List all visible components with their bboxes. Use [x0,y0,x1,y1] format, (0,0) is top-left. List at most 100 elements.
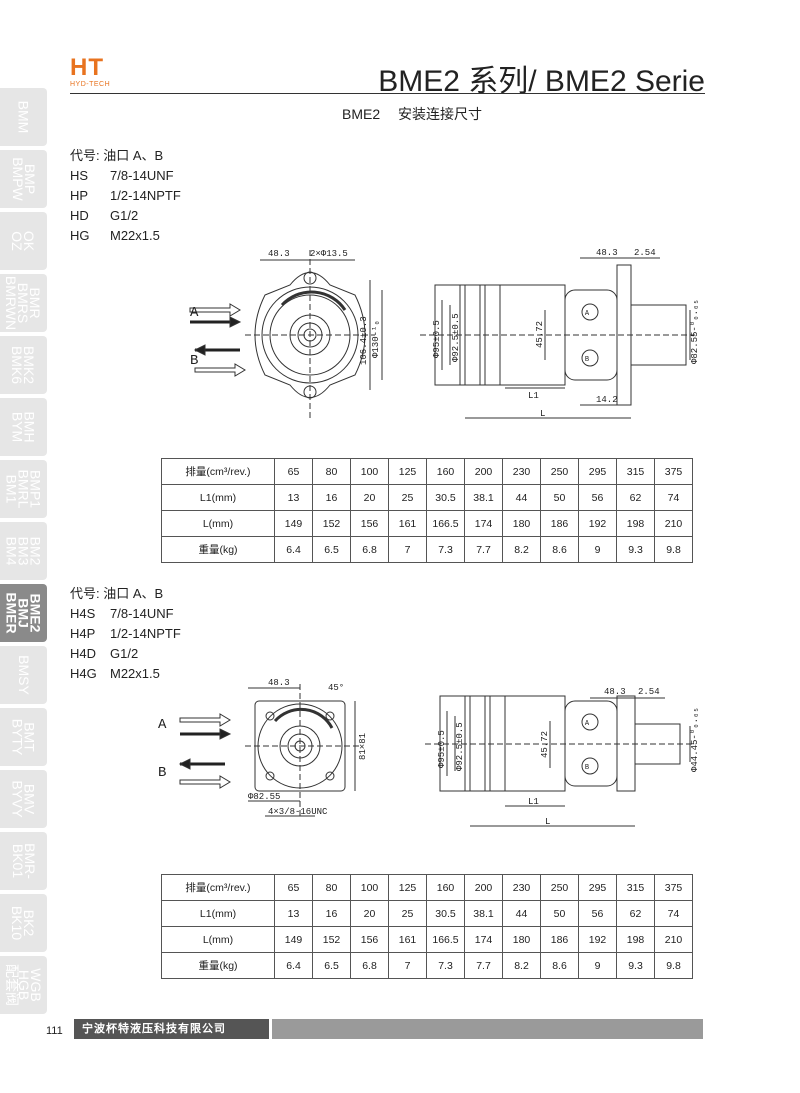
subtitle-code: BME2 [342,106,381,122]
table-cell: 100 [350,458,389,485]
table-cell: 250 [540,874,579,901]
side-tab[interactable]: BMR- BK01 [0,832,47,890]
dim-label: Φ82.55-⁰₀.₀₅ [690,299,700,364]
table-cell: 186 [540,926,579,953]
table-cell: 315 [616,874,655,901]
table-cell: 8.6 [540,952,579,979]
table-cell: 166.5 [426,926,465,953]
side-tab[interactable]: BMP BMPW [0,150,47,208]
brand-logo: HT HYD-TECH [70,56,130,96]
table-cell: 180 [502,510,541,537]
row-header: L(mm) [161,926,275,953]
table-cell: 149 [274,926,313,953]
dim-label: 81×81 [358,733,368,760]
side-tab[interactable]: BME2 BMJ BMER [0,584,47,642]
dim-label: 106.4±0.3 [359,316,369,365]
dim-label: 48.3 [596,248,618,258]
side-tab-label: BMR BMRS BMRWN [3,275,44,331]
table-cell: 80 [312,458,351,485]
table-cell: 74 [654,484,693,511]
dim-label: 48.3 [604,687,626,697]
svg-text:B: B [585,356,589,364]
logo-main-text: HT [70,54,104,81]
table-cell: 230 [502,874,541,901]
section1-drawing: A B 48.3 2×Φ13.5 106.4±0.3 Φ130-¹₀ 48.3 … [189,248,700,420]
side-tab[interactable]: BMP1 BMRL BM1 [0,460,47,518]
table-cell: 20 [350,484,389,511]
side-tab[interactable]: BMR BMRS BMRWN [0,274,47,332]
table-cell: 38.1 [464,484,503,511]
table-cell: 152 [312,926,351,953]
table-cell: 200 [464,458,503,485]
table-cell: 7.3 [426,536,465,563]
footer-bar [272,1019,703,1039]
company-name: 宁波杯特液压科技有限公司 [74,1019,269,1039]
table-cell: 166.5 [426,510,465,537]
side-tab-label: BMSY [15,655,32,695]
side-tab[interactable]: BMH BYM [0,398,47,456]
side-tab[interactable]: BMSY [0,646,47,704]
side-tab-label: WGB HGB 配套阀 [3,964,44,1006]
table-cell: 9 [578,952,617,979]
dim-label: L1 [528,797,539,807]
dim-label: L [540,409,545,419]
logo-sub-text: HYD-TECH [70,81,111,88]
table-cell: 186 [540,510,579,537]
side-tab[interactable]: BMK2 BMK6 [0,336,47,394]
table-cell: 100 [350,874,389,901]
table-cell: 375 [654,458,693,485]
port-b-label: B [158,765,166,781]
table-cell: 198 [616,926,655,953]
side-tab[interactable]: BM2 BM3 BM4 [0,522,47,580]
row-header: 排量(cm³/rev.) [161,458,275,485]
side-tab[interactable]: BMM [0,88,47,146]
table-cell: 174 [464,510,503,537]
page-title: BME2 系列/ BME2 Serie [378,65,705,98]
table-cell: 38.1 [464,900,503,927]
table-cell: 74 [654,900,693,927]
dim-label: 48.3 [268,249,290,259]
side-tab[interactable]: BMV BYVY [0,770,47,828]
table-cell: 6.5 [312,536,351,563]
row-header: L1(mm) [161,484,275,511]
table-cell: 20 [350,900,389,927]
header-divider [70,93,705,94]
table-cell: 180 [502,926,541,953]
side-tab-label: BMK2 BMK6 [9,345,38,385]
table-cell: 125 [388,458,427,485]
dim-label: 4×3/8-16UNC [268,807,328,817]
table-cell: 6.8 [350,952,389,979]
side-tab[interactable]: BK2 BK10 [0,894,47,952]
port-a-label: A [158,717,167,733]
port-b-label: B [190,353,198,369]
table-cell: 295 [578,458,617,485]
table-cell: 250 [540,458,579,485]
table-cell: 149 [274,510,313,537]
side-tab-label: BMR- BK01 [9,843,38,879]
side-tab-label: BMP1 BMRL BM1 [3,469,44,509]
side-tab[interactable]: OK OZ [0,212,47,270]
table-cell: 9.8 [654,536,693,563]
table-cell: 160 [426,874,465,901]
table-cell: 198 [616,510,655,537]
table-cell: 125 [388,874,427,901]
side-tab[interactable]: WGB HGB 配套阀 [0,956,47,1014]
side-tab-label: BMV BYVY [9,780,38,818]
dim-label: L [545,817,550,827]
dim-label: Φ130-¹₀ [371,320,381,358]
table-cell: 200 [464,874,503,901]
table-cell: 6.4 [274,536,313,563]
table-cell: 7.7 [464,952,503,979]
side-tab[interactable]: BMT BYTY [0,708,47,766]
dim-label: 45.72 [535,321,545,348]
dim-label: 2.54 [638,687,660,697]
table-cell: 25 [388,900,427,927]
table-cell: 160 [426,458,465,485]
